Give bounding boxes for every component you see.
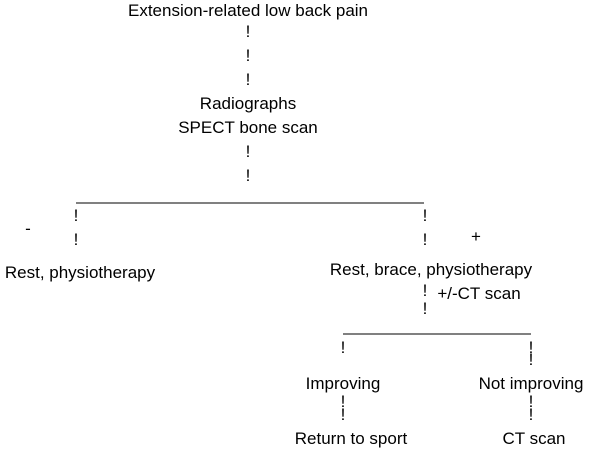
connector-glyph: !	[246, 22, 251, 41]
imaging-node-label-line1: Radiographs	[200, 94, 296, 113]
ct-scan-label: CT scan	[503, 429, 566, 448]
connector-glyph: !	[74, 206, 79, 225]
connector-glyph: !	[423, 206, 428, 225]
connector-glyph: !	[246, 46, 251, 65]
positive-followup-label: +/-CT scan	[437, 284, 520, 303]
connector-glyph: !	[246, 142, 251, 161]
connector-glyph: !	[529, 350, 534, 369]
connector-glyphs: ! ! ! ! ! ! ! ! ! ! ! ! ! ! ! ! ! !	[74, 22, 534, 424]
positive-result-sign: +	[471, 227, 481, 246]
connector-glyph: !	[341, 405, 346, 424]
negative-outcome-label: Rest, physiotherapy	[5, 263, 156, 282]
negative-result-sign: -	[25, 219, 31, 238]
connector-glyph: !	[529, 338, 534, 357]
start-node-label: Extension-related low back pain	[128, 1, 368, 20]
imaging-node-label-line2: SPECT bone scan	[178, 118, 318, 137]
connector-glyph: !	[341, 392, 346, 411]
connector-glyph: !	[74, 230, 79, 249]
connector-glyph: !	[423, 281, 428, 300]
return-to-sport-label: Return to sport	[295, 429, 408, 448]
improving-label: Improving	[306, 374, 381, 393]
connector-glyph: !	[529, 405, 534, 424]
positive-outcome-label: Rest, brace, physiotherapy	[330, 260, 533, 279]
connector-glyph: !	[246, 166, 251, 185]
connector-glyph: !	[341, 338, 346, 357]
connector-glyph: !	[423, 299, 428, 318]
connector-glyph: !	[246, 70, 251, 89]
not-improving-label: Not improving	[479, 374, 584, 393]
connector-glyph: !	[423, 230, 428, 249]
connector-glyph: !	[529, 392, 534, 411]
